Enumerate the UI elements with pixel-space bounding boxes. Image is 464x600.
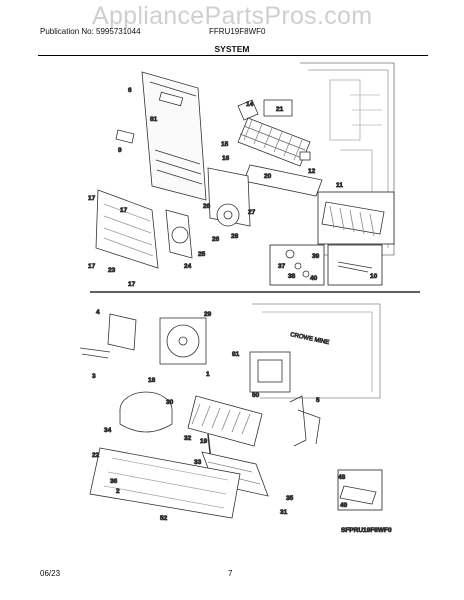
- cabinet-brand-text: CROWE MINE: [290, 332, 330, 346]
- callout-28: 28: [231, 233, 239, 240]
- callout-40: 40: [310, 275, 318, 282]
- callout-27: 27: [248, 209, 256, 216]
- callout-50: 50: [252, 392, 260, 399]
- callout-20: 20: [264, 173, 272, 180]
- callout-34: 34: [104, 427, 112, 434]
- callout-17-c: 17: [88, 263, 96, 270]
- callout-37: 37: [278, 263, 286, 270]
- figure-id: SFPRU19F8WF0: [341, 527, 392, 534]
- callout-81-lower: 81: [232, 351, 240, 358]
- callout-26-b: 26: [212, 236, 220, 243]
- callout-17-d: 17: [128, 281, 136, 288]
- upper-assembly: 6 14 21 81 9 15 16 20 12 11 17 17 26 27 …: [88, 62, 420, 293]
- callout-38: 38: [288, 273, 296, 280]
- callout-3: 3: [92, 373, 96, 380]
- callout-6: 6: [128, 87, 132, 94]
- callout-35: 35: [286, 495, 294, 502]
- callout-5: 5: [316, 397, 320, 404]
- callout-9: 9: [118, 147, 122, 154]
- callout-17-b: 17: [120, 207, 128, 214]
- callout-48: 48: [338, 474, 346, 481]
- callout-22: 22: [92, 452, 100, 459]
- callout-29: 29: [204, 311, 212, 318]
- callout-15: 15: [221, 141, 229, 148]
- publication-number: Publication No: 5995731044: [40, 27, 141, 36]
- callout-31: 31: [280, 509, 288, 516]
- callout-11: 11: [336, 182, 343, 189]
- callout-32: 32: [184, 435, 192, 442]
- callout-24: 24: [184, 263, 192, 270]
- callout-23: 23: [108, 267, 116, 274]
- callout-26-a: 26: [203, 203, 211, 210]
- callout-25: 25: [198, 251, 206, 258]
- footer-date: 06/23: [40, 569, 61, 578]
- callout-33: 33: [194, 459, 202, 466]
- callout-14: 14: [246, 101, 254, 108]
- callout-12: 12: [308, 168, 316, 175]
- callout-21: 21: [276, 106, 284, 113]
- page-number: 7: [228, 569, 233, 578]
- callout-17-a: 17: [88, 195, 96, 202]
- callout-4: 4: [96, 309, 100, 316]
- section-title: SYSTEM: [214, 44, 250, 54]
- model-number: FFRU19F8WF0: [209, 27, 266, 36]
- callout-16: 16: [222, 155, 230, 162]
- callout-1: 1: [206, 371, 210, 378]
- callout-30: 30: [166, 399, 174, 406]
- callout-36: 36: [110, 478, 118, 485]
- lower-assembly: CROWE MINE 4 29 81: [79, 303, 392, 534]
- callout-10: 10: [370, 273, 378, 280]
- watermark-text: AppliancePartsPros.com: [92, 2, 373, 30]
- callout-39: 39: [312, 253, 320, 260]
- callout-2: 2: [116, 488, 120, 495]
- header-rule: [38, 55, 428, 56]
- callout-18: 18: [148, 377, 156, 384]
- callout-49: 49: [340, 502, 348, 509]
- callout-52: 52: [160, 515, 168, 522]
- callout-81: 81: [150, 116, 158, 123]
- callout-19: 19: [200, 438, 208, 445]
